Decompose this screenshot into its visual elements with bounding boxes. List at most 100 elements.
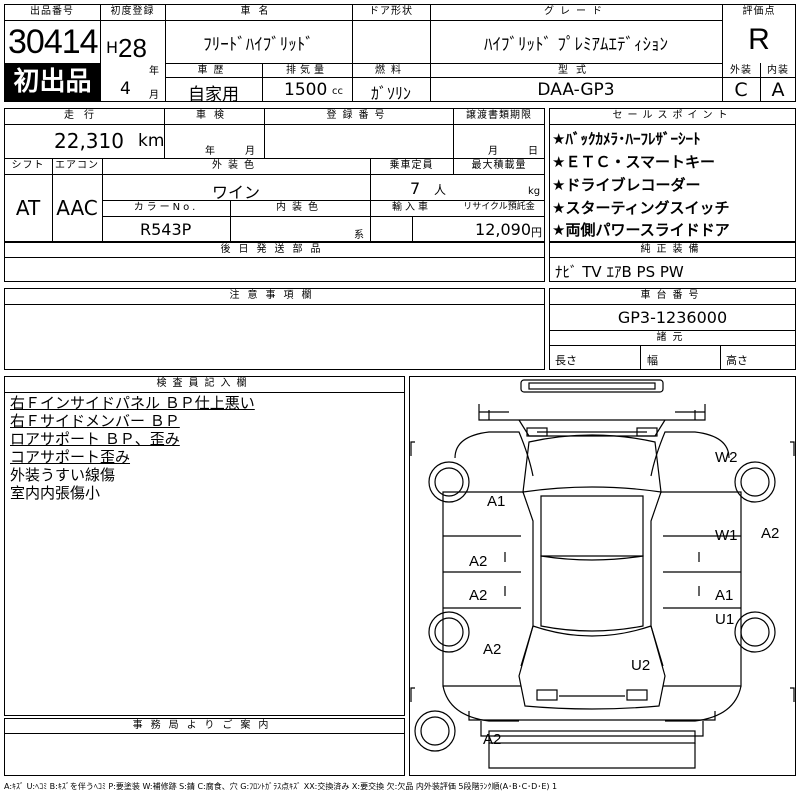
inspector-line-6: 室内内張傷小 xyxy=(10,484,101,502)
inspector-section xyxy=(4,376,405,716)
first-listing-label: 初出品 xyxy=(13,67,92,97)
length-label: 長さ xyxy=(555,354,577,367)
transfer-month-unit: 月 xyxy=(488,146,498,157)
interior-grade-label: 内装 xyxy=(767,65,789,76)
sales-point-2: ★ＥＴＣ・スマートキー xyxy=(552,153,715,171)
exterior-grade-label: 外装 xyxy=(730,65,752,76)
sales-points-section xyxy=(549,108,796,242)
interior-grade-value: A xyxy=(771,79,785,101)
transfer-day-unit: 日 xyxy=(528,146,538,157)
later-parts-label: 後日発送部品 xyxy=(220,244,329,255)
damage-mark: A2 xyxy=(469,587,487,604)
car-diagram-section xyxy=(409,376,796,776)
inspector-line-3: ロアサポート ＢＰ、歪み xyxy=(10,430,180,448)
damage-mark: W1 xyxy=(715,527,738,544)
interior-color-unit: 系 xyxy=(354,230,364,241)
wheels xyxy=(414,461,776,752)
inspector-line-2: 右Ｆサイドメンバー ＢＰ xyxy=(10,412,180,430)
tire-brackets xyxy=(410,441,795,702)
era: H xyxy=(106,38,119,57)
capacity-label: 乗車定員 xyxy=(389,160,434,171)
max-load-label: 最大積載量 xyxy=(471,160,527,171)
door-handles xyxy=(504,552,700,596)
recycle-value: 12,090 xyxy=(475,220,531,239)
first-listing-badge xyxy=(5,64,100,101)
grade-label: グレード xyxy=(544,6,608,17)
chassis-value: GP3-1236000 xyxy=(617,308,728,327)
inspection-label: 車検 xyxy=(196,110,232,121)
mileage-value: 22,310 xyxy=(54,129,124,153)
office-section xyxy=(4,718,405,776)
damage-mark: W2 xyxy=(715,449,738,466)
model-label: 車名 xyxy=(240,6,277,17)
exterior-color-value: ワイン xyxy=(211,183,260,202)
damage-mark: A2 xyxy=(761,525,779,542)
reg-month: 4 xyxy=(120,79,131,99)
chassis-label: 車台番号 xyxy=(640,290,705,301)
width-label: 幅 xyxy=(647,354,658,367)
sales-point-3: ★ドライブレコーダー xyxy=(552,176,701,194)
month-unit: 月 xyxy=(149,90,159,101)
shift-label: シフト xyxy=(11,160,45,171)
ac-value: AAC xyxy=(56,196,98,220)
sales-point-1: ★ﾊﾞｯｸｶﾒﾗ･ﾊｰﾌﾚｻﾞｰｼｰﾄ xyxy=(552,130,701,148)
score-value: R xyxy=(748,23,770,56)
dims-label: 諸元 xyxy=(656,332,689,343)
car-diagram: A1 W2 A2 W1 A2 A2 A1 U1 A2 U2 A2 xyxy=(410,379,795,769)
damage-mark: U2 xyxy=(631,657,650,674)
sales-points-label: セールスポイント xyxy=(612,110,733,121)
mileage-unit: km xyxy=(138,131,165,151)
year-unit: 年 xyxy=(149,66,159,77)
inspection-month-unit: 月 xyxy=(245,146,255,157)
exterior-grade-value: C xyxy=(734,79,748,101)
car-outline-top-view xyxy=(442,379,742,769)
inspector-label: 検査員記入欄 xyxy=(156,378,253,389)
fuel-value: ｶﾞｿﾘﾝ xyxy=(370,84,411,103)
exterior-color-label: 外装色 xyxy=(212,160,260,171)
header-section xyxy=(4,4,796,102)
sales-point-5: ★両側パワースライドドア xyxy=(552,221,730,239)
office-label: 事務局よりご案内 xyxy=(132,720,277,731)
max-load-unit: kg xyxy=(528,186,541,197)
model-name: ﾌﾘｰﾄﾞﾊｲﾌﾞﾘｯﾄﾞ xyxy=(203,35,314,55)
model-code-label: 型式 xyxy=(558,65,594,76)
history-label: 車歴 xyxy=(197,65,230,76)
reg-year: 28 xyxy=(118,33,147,63)
recycle-unit: 円 xyxy=(531,226,542,239)
inspector-line-1: 右Ｆインサイドパネル ＢＰ仕上悪い xyxy=(10,394,255,412)
equipment-label: 純正装備 xyxy=(640,244,705,255)
legend: A:ｷｽﾞ U:ﾍｺﾐ B:ｷｽﾞを伴うﾍｺﾐ P:要塗装 W:補修跡 S:錆 … xyxy=(4,782,558,791)
capacity-unit: 人 xyxy=(434,183,447,197)
mileage-label: 走行 xyxy=(64,110,104,121)
sales-point-4: ★スターティングスイッチ xyxy=(552,199,730,217)
inspector-line-5: 外装うすい線傷 xyxy=(10,466,116,484)
chassis-section xyxy=(549,288,796,370)
listing-number-label: 出品番号 xyxy=(30,6,74,17)
notes-section xyxy=(4,288,545,370)
history-value: 自家用 xyxy=(188,85,239,105)
score-label: 評価点 xyxy=(742,6,776,17)
equipment-section xyxy=(549,242,796,282)
damage-mark: A1 xyxy=(715,587,733,604)
inspector-line-4: コアサポート歪み xyxy=(10,448,131,466)
color-no-value: R543P xyxy=(140,220,192,239)
equipment-value: ﾅﾋﾞ TV ｴｱB PS PW xyxy=(555,263,684,281)
fuel-label: 燃料 xyxy=(375,65,407,76)
registration-label: 登録番号 xyxy=(326,110,391,121)
grade-value: ﾊｲﾌﾞﾘｯﾄﾞ ﾌﾟﾚﾐｱﾑｴﾃﾞｨｼｮﾝ xyxy=(484,35,668,55)
damage-mark: A1 xyxy=(487,493,505,510)
door-label: ドア形状 xyxy=(369,6,413,17)
model-code-value: DAA-GP3 xyxy=(537,80,615,100)
damage-mark: A2 xyxy=(469,553,487,570)
displacement-label: 排気量 xyxy=(286,65,328,76)
specs-section xyxy=(4,108,545,242)
notes-label: 注意事項欄 xyxy=(229,290,320,301)
displacement-unit: cc xyxy=(332,86,343,97)
listing-number: 30414 xyxy=(8,23,99,61)
color-no-label: カラーNo. xyxy=(133,202,199,213)
damage-mark: A2 xyxy=(483,641,501,658)
recycle-label: リサイクル預託金 xyxy=(463,202,535,212)
damage-mark: U1 xyxy=(715,611,734,628)
ac-label: エアコン xyxy=(55,160,99,171)
displacement-value: 1500 xyxy=(284,80,328,100)
